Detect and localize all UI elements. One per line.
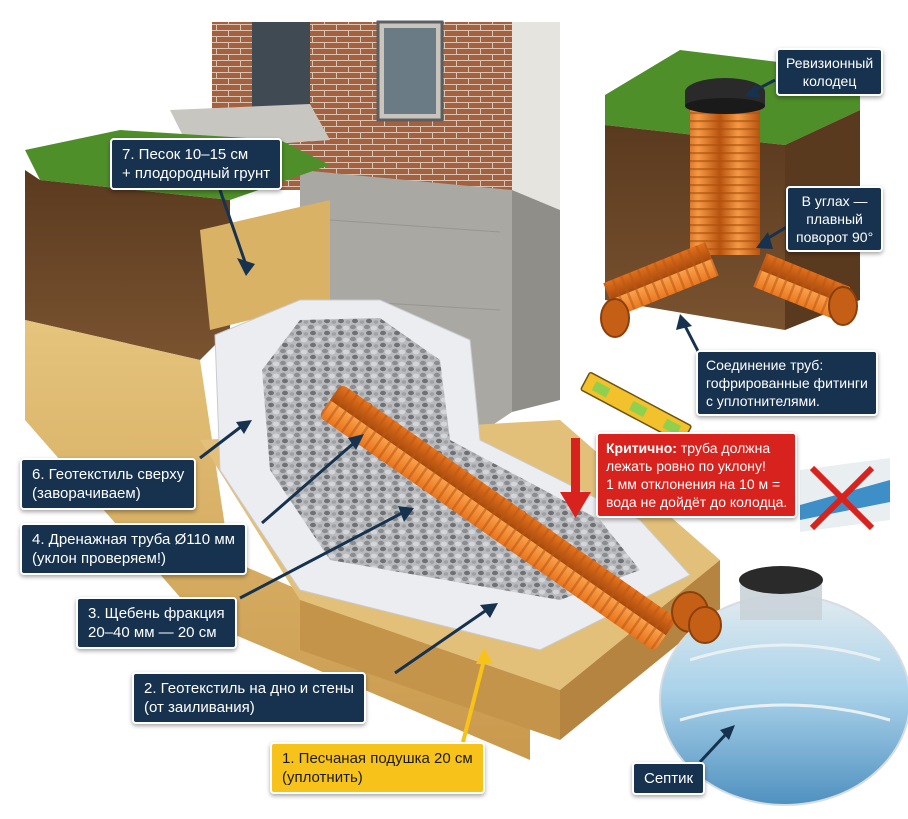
cross-mark-icon bbox=[800, 458, 890, 532]
callout-drain-pipe-line-1: 4. Дренажная труба Ø110 мм bbox=[32, 531, 235, 548]
callout-corner-turn-line-1: В углах — bbox=[801, 193, 868, 209]
callout-corner-turn-line-3: поворот 90° bbox=[796, 229, 874, 245]
callout-gravel-line-2: 20–40 мм — 20 см bbox=[88, 624, 217, 641]
callout-corner-turn-line-2: плавный bbox=[806, 211, 863, 227]
callout-revision-well: Ревизионный колодец bbox=[776, 48, 884, 96]
callout-sand-topsoil: 7. Песок 10–15 см + плодородный грунт bbox=[110, 138, 283, 190]
callout-gravel: 3. Щебень фракция 20–40 мм — 20 см bbox=[76, 597, 237, 649]
well-riser bbox=[690, 105, 760, 255]
callout-sand-cushion: 1. Песчаная подушка 20 см (уплотнить) bbox=[270, 742, 485, 794]
callout-geotextile-bottom-line-2: (от заиливания) bbox=[144, 699, 255, 716]
callout-drain-pipe-line-2: (уклон проверяем!) bbox=[32, 550, 167, 567]
callout-revision-well-line-2: колодец bbox=[802, 73, 857, 89]
foundation-side bbox=[512, 190, 560, 412]
callout-geotextile-top-line-1: 6. Геотекстиль сверху bbox=[32, 466, 185, 483]
leader-lines bbox=[199, 78, 796, 764]
down-arrow-icon bbox=[560, 438, 591, 518]
septic-lid bbox=[739, 566, 823, 594]
callout-septic: Септик bbox=[632, 762, 706, 795]
callout-critical: Критично: труба должна лежать ровно по у… bbox=[596, 432, 798, 518]
leader-line-yellow bbox=[461, 648, 493, 743]
callout-critical-line-2: лежать ровно по уклону! bbox=[606, 458, 766, 474]
callout-critical-line-1: Критично: труба должна bbox=[606, 439, 787, 457]
soil-layer bbox=[25, 170, 230, 360]
callout-geotextile-bottom: 2. Геотекстиль на дно и стены (от заилив… bbox=[132, 672, 366, 724]
callout-critical-line-1-rest: труба должна bbox=[676, 440, 771, 456]
callout-pipe-joint-line-1: Соединение труб: bbox=[706, 357, 824, 373]
callout-pipe-joint-line-2: гофрированные фитинги bbox=[706, 375, 868, 391]
sand-fill-layer bbox=[200, 200, 330, 330]
callout-septic-line-1: Септик bbox=[644, 770, 694, 787]
callout-sand-topsoil-line-2: + плодородный грунт bbox=[122, 165, 271, 182]
callout-corner-turn: В углах — плавный поворот 90° bbox=[786, 186, 884, 252]
callout-pipe-joint-line-3: с уплотнителями. bbox=[706, 393, 820, 409]
callout-geotextile-bottom-line-1: 2. Геотекстиль на дно и стены bbox=[144, 680, 354, 697]
callout-sand-cushion-line-1: 1. Песчаная подушка 20 см bbox=[282, 750, 473, 767]
callout-revision-well-line-1: Ревизионный bbox=[786, 55, 874, 71]
callout-gravel-line-1: 3. Щебень фракция bbox=[88, 605, 225, 622]
callout-critical-strong: Критично: bbox=[606, 440, 677, 456]
callout-critical-line-3: 1 мм отклонения на 10 м = bbox=[606, 476, 781, 492]
callout-drain-pipe: 4. Дренажная труба Ø110 мм (уклон провер… bbox=[20, 523, 247, 575]
callout-geotextile-top: 6. Геотекстиль сверху (заворачиваем) bbox=[20, 458, 197, 510]
callout-critical-line-4: вода не дойдёт до колодца. bbox=[606, 494, 788, 510]
callout-sand-cushion-line-2: (уплотнить) bbox=[282, 769, 363, 786]
callout-sand-topsoil-line-1: 7. Песок 10–15 см bbox=[122, 146, 249, 163]
house-wall-shade bbox=[512, 22, 560, 210]
callout-pipe-joint: Соединение труб: гофрированные фитинги с… bbox=[696, 350, 878, 416]
sand-front-face bbox=[300, 600, 560, 740]
callout-geotextile-top-line-2: (заворачиваем) bbox=[32, 485, 141, 502]
septic-tank bbox=[659, 566, 908, 806]
